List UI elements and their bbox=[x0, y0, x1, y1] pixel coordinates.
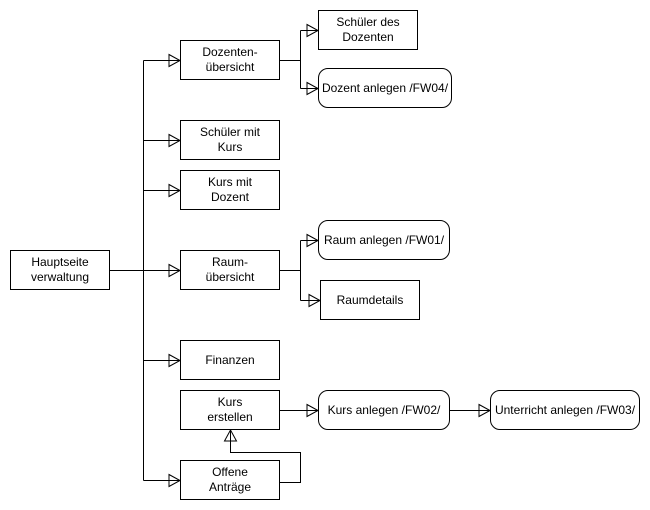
node-hauptseite-verwaltung[interactable]: Hauptseite verwaltung bbox=[10, 250, 110, 290]
node-schueler-mit-kurs[interactable]: Schüler mit Kurs bbox=[180, 120, 280, 160]
node-offene-antraege[interactable]: Offene Anträge bbox=[180, 460, 280, 500]
node-unterricht-anlegen-fw03[interactable]: Unterricht anlegen /FW03/ bbox=[490, 390, 640, 430]
node-raumdetails[interactable]: Raumdetails bbox=[320, 280, 420, 320]
node-kurs-erstellen[interactable]: Kurs erstellen bbox=[180, 390, 280, 430]
node-dozentenuebersicht[interactable]: Dozenten- übersicht bbox=[180, 40, 280, 80]
node-kurs-mit-dozent[interactable]: Kurs mit Dozent bbox=[180, 170, 280, 210]
node-finanzen[interactable]: Finanzen bbox=[180, 340, 280, 380]
edge-offene-antraege-kurs-erstellen bbox=[223, 428, 301, 483]
node-dozent-anlegen-fw04[interactable]: Dozent anlegen /FW04/ bbox=[318, 68, 452, 108]
node-raum-anlegen-fw01[interactable]: Raum anlegen /FW01/ bbox=[318, 220, 450, 260]
node-schueler-des-dozenten[interactable]: Schüler des Dozenten bbox=[318, 10, 418, 50]
node-raumuebersicht[interactable]: Raum- übersicht bbox=[180, 250, 280, 290]
node-kurs-anlegen-fw02[interactable]: Kurs anlegen /FW02/ bbox=[318, 390, 450, 430]
